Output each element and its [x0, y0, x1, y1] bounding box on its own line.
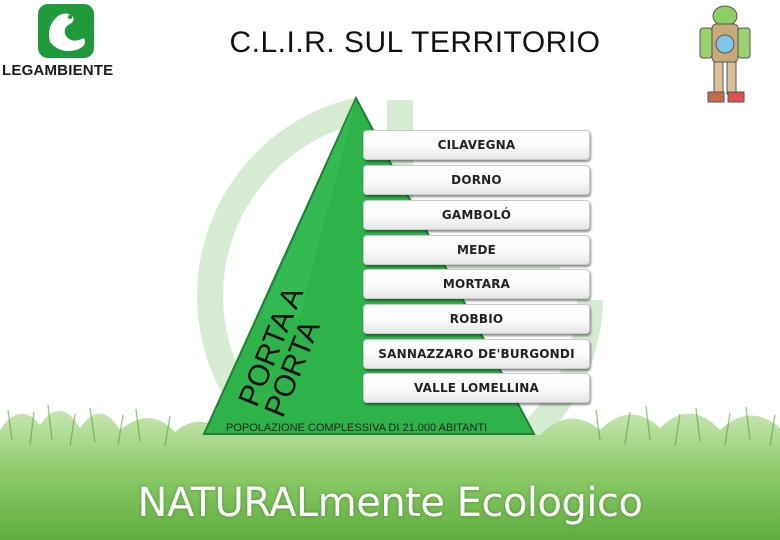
- municipality-label: ROBBIO: [449, 312, 504, 326]
- municipality-row: DORNO: [363, 165, 590, 195]
- municipality-label: SANNAZZARO DE'BURGONDI: [378, 347, 575, 361]
- page-title: C.L.I.R. SUL TERRITORIO: [229, 26, 601, 59]
- municipality-label: VALLE LOMELLINA: [413, 381, 540, 395]
- municipality-label: CILAVEGNA: [437, 138, 516, 152]
- municipality-row: MEDE: [363, 235, 590, 265]
- naturalmente-banner: NATURALmente Ecologico: [137, 480, 643, 526]
- municipality-row: VALLE LOMELLINA: [363, 373, 590, 403]
- legambiente-logo: LEGAMBIENTE: [0, 0, 140, 90]
- grass-blades: [7, 404, 776, 447]
- municipality-row: ROBBIO: [363, 304, 590, 334]
- population-note: POPOLAZIONE COMPLESSIVA DI 21.000 ABITAN…: [226, 422, 488, 434]
- municipality-label: DORNO: [451, 173, 502, 187]
- mascot-illustration: [699, 5, 751, 103]
- municipality-label: MORTARA: [442, 277, 511, 291]
- municipality-row: GAMBOLÓ: [363, 200, 590, 230]
- swan-icon: [38, 4, 94, 58]
- municipality-label: MEDE: [456, 243, 497, 257]
- municipality-label: GAMBOLÓ: [441, 208, 512, 222]
- municipality-row: SANNAZZARO DE'BURGONDI: [363, 339, 590, 369]
- grass-band: [0, 410, 780, 540]
- municipality-row: CILAVEGNA: [363, 130, 590, 160]
- logo-text: LEGAMBIENTE: [2, 62, 114, 79]
- municipality-row: MORTARA: [363, 269, 590, 299]
